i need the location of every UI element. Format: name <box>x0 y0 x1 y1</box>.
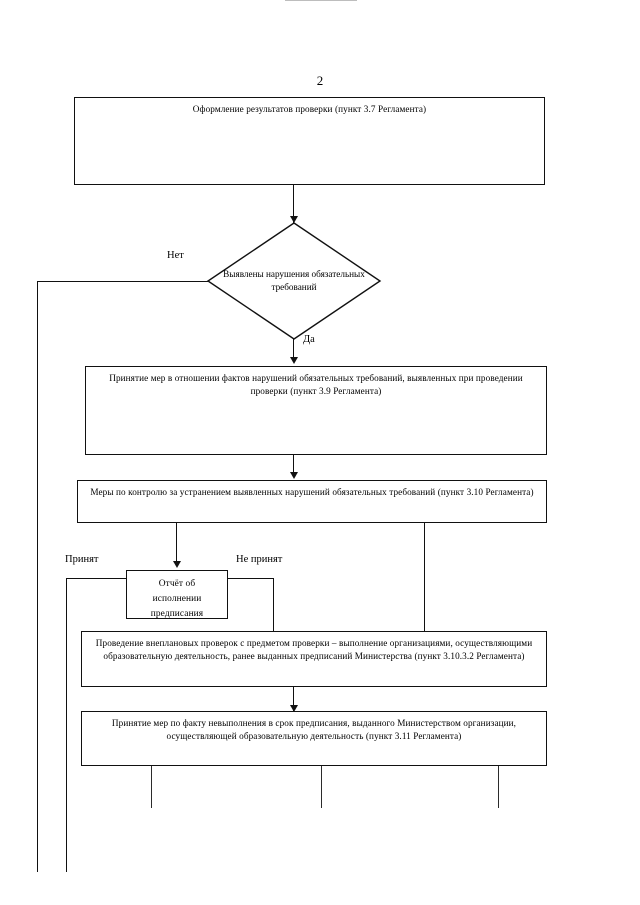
edge-inspections-to-nonfulfilment <box>293 687 295 711</box>
edge-no-horizontal <box>37 280 208 282</box>
node-unscheduled-inspections-label: Проведение внеплановых проверок с предме… <box>95 638 533 662</box>
node-report-execution-label: Отчёт об исполнении предписания <box>150 579 204 619</box>
edge-label-no: Нет <box>167 250 184 261</box>
edge-measures-to-control <box>293 455 295 473</box>
node-violations-decision: Выявлены нарушения обязательных требован… <box>206 222 382 340</box>
edge-no-vertical <box>37 280 39 872</box>
edge-control-to-inspections <box>424 523 426 639</box>
edge-decision-to-measures <box>293 339 295 359</box>
node-registration-results-label: Оформление результатов проверки (пункт 3… <box>192 104 427 114</box>
node-report-execution: Отчёт об исполнении предписания <box>126 570 228 619</box>
node-measures-violations-label: Принятие мер в отношении фактов нарушени… <box>109 373 523 397</box>
edge-label-yes: Да <box>303 334 315 345</box>
page-top-rule <box>285 0 357 1</box>
edge-results-to-decision-arrow <box>289 216 298 223</box>
edge-results-to-decision <box>293 185 295 223</box>
node-registration-results: Оформление результатов проверки (пункт 3… <box>74 97 545 185</box>
edge-nonfulfilment-branch-left <box>151 766 153 808</box>
edge-label-not-accepted: Не принят <box>236 554 283 565</box>
node-control-measures-label: Меры по контролю за устранением выявленн… <box>90 487 534 497</box>
edge-accepted-horizontal <box>66 577 126 579</box>
edge-control-to-report <box>176 523 178 563</box>
edge-nonfulfilment-branch-right <box>498 766 500 808</box>
edge-nonfulfilment-branch-center <box>321 766 323 808</box>
edge-measures-to-control-arrow <box>289 472 298 479</box>
edge-decision-to-measures-arrow <box>289 357 298 364</box>
edge-label-accepted: Принят <box>65 554 99 565</box>
edge-not-accepted-horizontal <box>228 577 274 579</box>
page-number: 2 <box>316 73 324 88</box>
decision-diamond-shape <box>206 222 382 340</box>
node-unscheduled-inspections: Проведение внеплановых проверок с предме… <box>81 631 547 687</box>
node-measures-violations: Принятие мер в отношении фактов нарушени… <box>85 366 547 455</box>
node-measures-nonfulfilment-label: Принятие мер по факту невыполнения в сро… <box>111 718 517 742</box>
edge-inspections-to-nonfulfilment-arrow <box>289 705 298 712</box>
node-measures-nonfulfilment: Принятие мер по факту невыполнения в сро… <box>81 711 547 766</box>
node-control-measures: Меры по контролю за устранением выявленн… <box>77 480 547 523</box>
edge-accepted-vertical <box>66 577 68 872</box>
edge-not-accepted-vertical <box>272 577 274 636</box>
edge-control-to-report-arrow <box>172 561 181 568</box>
